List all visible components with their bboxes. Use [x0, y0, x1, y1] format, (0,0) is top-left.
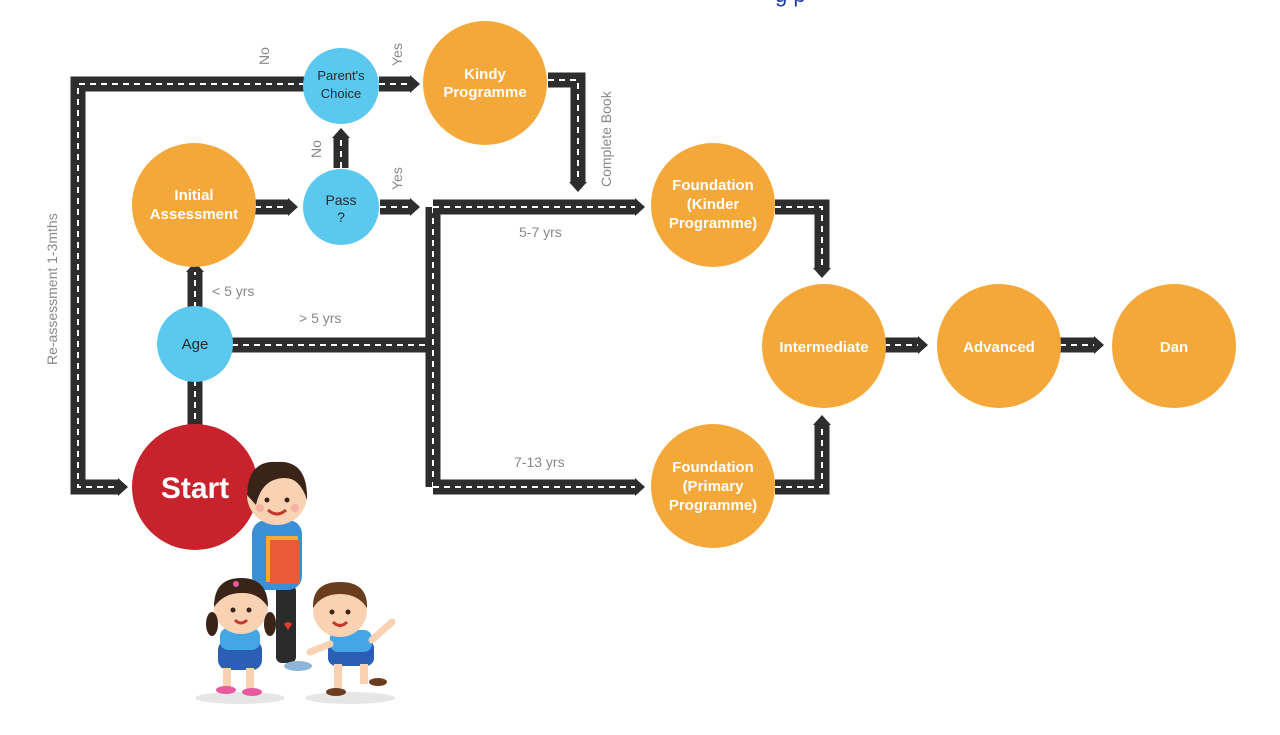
dan-node[interactable]: Dan [1112, 284, 1236, 408]
foundation-primary-node[interactable]: Foundation (Primary Programme) [651, 424, 775, 548]
foundation-primary-line1: Foundation [672, 459, 754, 476]
label-over-5: > 5 yrs [299, 310, 341, 326]
label-complete-book: Complete Book [598, 90, 614, 187]
girl-child-figure [206, 578, 276, 696]
arrow-to-kindy [410, 75, 420, 93]
label-yes-mid: Yes [389, 167, 405, 190]
foundation-kinder-node[interactable]: Foundation (Kinder Programme) [651, 143, 775, 267]
roads [70, 72, 1094, 495]
arrow-to-foundation-primary [635, 478, 645, 496]
parents-choice-node[interactable]: Parent's Choice [303, 48, 379, 124]
label-5-7: 5-7 yrs [519, 224, 562, 240]
parents-choice-line2: Choice [321, 86, 361, 101]
foundation-kinder-line1: Foundation [672, 177, 754, 194]
label-reassessment: Re-assessment 1-3mths [44, 213, 60, 365]
arrow-to-initial-assessment [186, 262, 204, 272]
age-node[interactable]: Age [157, 306, 233, 382]
foundation-primary-line2: (Primary [683, 478, 745, 495]
boy-child-figure [306, 582, 396, 696]
dan-label: Dan [1160, 339, 1188, 356]
arrow-to-pass [288, 198, 298, 216]
foundation-kinder-line2: (Kinder [687, 196, 740, 213]
foundation-kinder-line3: Programme) [669, 215, 757, 232]
pass-node[interactable]: Pass ? [303, 169, 379, 245]
initial-assessment-line1: Initial [174, 187, 213, 204]
pass-line1: Pass [325, 192, 356, 208]
arrow-pass-right [410, 198, 420, 216]
kindy-programme-node[interactable]: Kindy Programme [423, 21, 547, 145]
start-node[interactable]: Start [132, 424, 258, 550]
arrowheads [118, 75, 1104, 496]
arrow-kindy-down [569, 182, 587, 192]
label-under-5: < 5 yrs [212, 283, 254, 299]
age-label: Age [182, 336, 209, 353]
advanced-node[interactable]: Advanced [937, 284, 1061, 408]
kindy-line2: Programme [443, 84, 526, 101]
pass-line2: ? [337, 209, 345, 225]
intermediate-label: Intermediate [779, 339, 868, 356]
foundation-primary-line3: Programme) [669, 497, 757, 514]
arrow-primary-to-intermediate [813, 415, 831, 425]
initial-assessment-node[interactable]: Initial Assessment [132, 143, 256, 267]
advanced-label: Advanced [963, 339, 1035, 356]
arrow-to-advanced [918, 336, 928, 354]
parents-choice-line1: Parent's [317, 68, 365, 83]
label-no-top: No [256, 47, 272, 65]
start-label: Start [161, 472, 229, 505]
label-7-13: 7-13 yrs [514, 454, 565, 470]
kindy-line1: Kindy [464, 66, 506, 83]
arrow-to-start [118, 478, 128, 496]
teacher-figure [247, 461, 312, 671]
label-yes-top: Yes [389, 43, 405, 66]
initial-assessment-line2: Assessment [150, 206, 238, 223]
arrow-to-foundation-kinder [635, 198, 645, 216]
arrow-kinder-to-intermediate [813, 268, 831, 278]
arrow-to-parents-choice [332, 128, 350, 138]
intermediate-node[interactable]: Intermediate [762, 284, 886, 408]
arrow-to-dan [1094, 336, 1104, 354]
header-title-fragment: g p [775, 0, 806, 7]
label-no-mid: No [308, 140, 324, 158]
children-illustration [195, 461, 396, 704]
